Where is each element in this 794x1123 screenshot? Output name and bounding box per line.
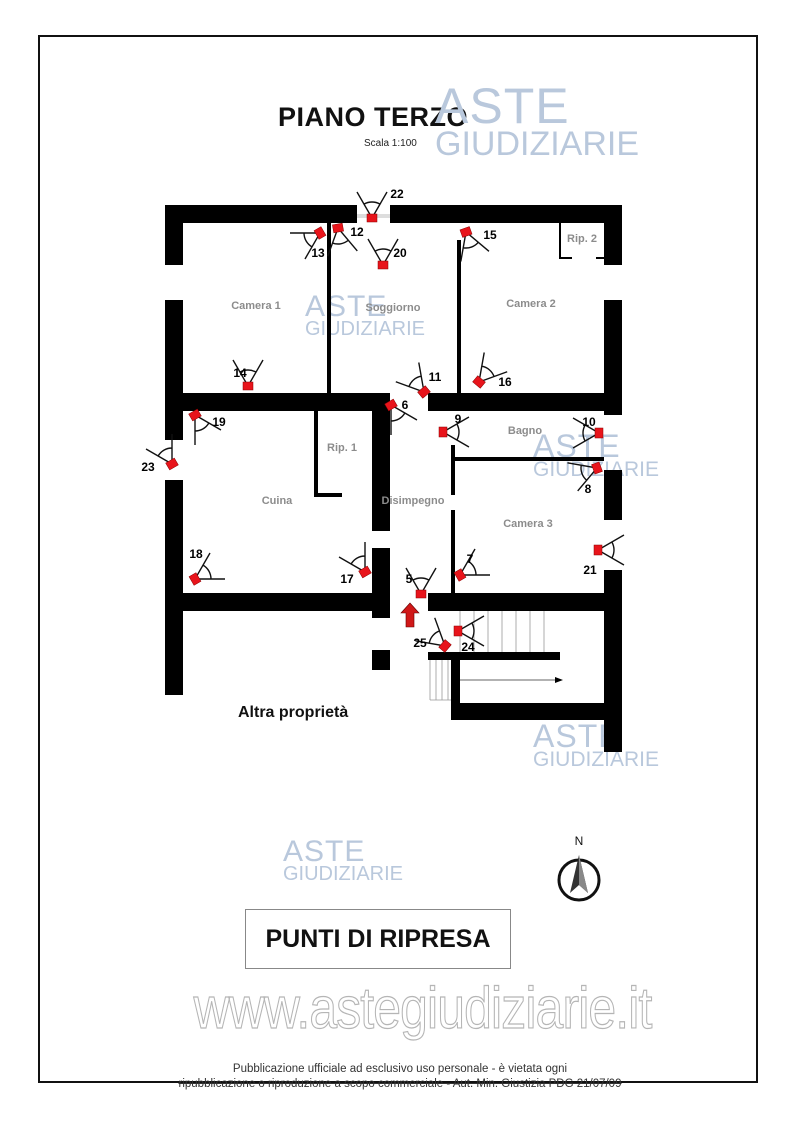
shooting-point-label: 14 [233, 366, 247, 380]
shooting-point-label: 8 [585, 482, 592, 496]
shooting-point-11: 11 [395, 362, 442, 399]
shooting-point-22: 22 [356, 187, 404, 223]
camera-marker-icon [594, 427, 604, 439]
room-label-camera-2: Camera 2 [506, 298, 556, 310]
scale-label: Scala 1:100 [364, 138, 417, 149]
view-cone-icon [338, 542, 366, 574]
shooting-point-6: 6 [384, 398, 418, 435]
shooting-point-label: 9 [455, 412, 462, 426]
camera-marker-icon [332, 222, 344, 234]
shooting-point-14: 14 [232, 359, 264, 391]
shooting-point-label: 24 [461, 640, 475, 654]
shooting-point-20: 20 [367, 238, 407, 270]
camera-marker-icon [377, 260, 389, 270]
stair-direction-icon [555, 677, 563, 683]
camera-marker-icon [366, 213, 378, 223]
shooting-point-19: 19 [188, 408, 226, 445]
camera-marker-icon [417, 385, 431, 399]
shooting-point-23: 23 [141, 434, 179, 474]
view-cone-icon [458, 548, 490, 576]
room-label-rip-1: Rip. 1 [327, 442, 357, 454]
footer-line-2: ripubblicazione o riproduzione a scopo c… [178, 1078, 622, 1090]
room-label-camera-1: Camera 1 [231, 300, 281, 312]
shooting-point-label: 25 [413, 636, 427, 650]
camera-marker-icon [438, 639, 452, 653]
shooting-point-label: 20 [393, 246, 407, 260]
shooting-point-13: 13 [290, 226, 327, 260]
shooting-point-21: 21 [583, 534, 625, 577]
camera-marker-icon [384, 398, 398, 412]
shooting-point-label: 12 [350, 225, 364, 239]
footer-notice: Pubblicazione ufficiale ad esclusivo uso… [160, 1062, 640, 1092]
shooting-point-label: 21 [583, 563, 597, 577]
room-label-bagno: Bagno [508, 425, 543, 437]
shooting-point-label: 16 [498, 375, 512, 389]
shooting-point-16: 16 [472, 352, 512, 389]
camera-marker-icon [188, 572, 202, 586]
camera-marker-icon [415, 589, 427, 599]
legend-title: PUNTI DI RIPRESA [265, 924, 491, 953]
camera-marker-icon [591, 461, 603, 475]
shooting-point-label: 5 [406, 572, 413, 586]
entrance-arrow-icon [400, 602, 420, 628]
footer-line-1: Pubblicazione ufficiale ad esclusivo uso… [232, 1063, 568, 1075]
camera-marker-icon [313, 226, 327, 240]
page-title: PIANO TERZO [278, 102, 469, 132]
room-label-soggiorno: Soggiorno [366, 302, 421, 314]
view-cone-icon [395, 362, 425, 394]
shooting-point-label: 11 [429, 370, 442, 384]
other-property-label: Altra proprietà [238, 704, 349, 721]
shooting-point-8: 8 [567, 461, 603, 496]
camera-marker-icon [358, 565, 372, 579]
shooting-point-24: 24 [453, 615, 485, 654]
shooting-point-15: 15 [459, 226, 497, 262]
camera-marker-icon [593, 544, 603, 556]
shooting-point-label: 19 [212, 415, 226, 429]
shooting-point-label: 22 [390, 187, 404, 201]
shooting-point-25: 25 [413, 617, 452, 653]
shooting-point-label: 13 [311, 246, 325, 260]
camera-marker-icon [472, 375, 486, 389]
shooting-point-label: 18 [189, 547, 203, 561]
shooting-point-label: 7 [467, 552, 474, 566]
camera-marker-icon [459, 226, 473, 238]
camera-marker-icon [453, 568, 467, 582]
shooting-point-label: 17 [340, 572, 354, 586]
shooting-point-label: 6 [402, 398, 409, 412]
camera-marker-icon [453, 625, 463, 637]
north-label: N [575, 834, 584, 848]
camera-marker-icon [438, 426, 448, 438]
shooting-point-5: 5 [405, 567, 437, 599]
room-label-rip-2: Rip. 2 [567, 233, 597, 245]
north-arrow-icon: N [557, 834, 601, 902]
page-frame [38, 35, 758, 1083]
legend-box: PUNTI DI RIPRESA [245, 909, 511, 969]
shooting-point-12: 12 [327, 222, 364, 257]
shooting-point-label: 15 [483, 228, 497, 242]
camera-marker-icon [165, 457, 179, 471]
shooting-point-10: 10 [572, 415, 604, 449]
website-watermark: www.astegiudiziarie.it [193, 975, 653, 1041]
shooting-point-label: 23 [141, 460, 155, 474]
camera-marker-icon [188, 408, 202, 422]
shooting-point-label: 10 [582, 415, 596, 429]
camera-marker-icon [242, 381, 254, 391]
shooting-point-17: 17 [338, 542, 372, 586]
shooting-point-9: 9 [438, 412, 470, 448]
shooting-point-18: 18 [188, 547, 225, 586]
room-label-camera-3: Camera 3 [503, 518, 553, 530]
room-label-disimpegno: Disimpegno [382, 495, 445, 507]
room-label-cuina: Cuina [262, 495, 293, 507]
shooting-point-7: 7 [453, 548, 490, 582]
